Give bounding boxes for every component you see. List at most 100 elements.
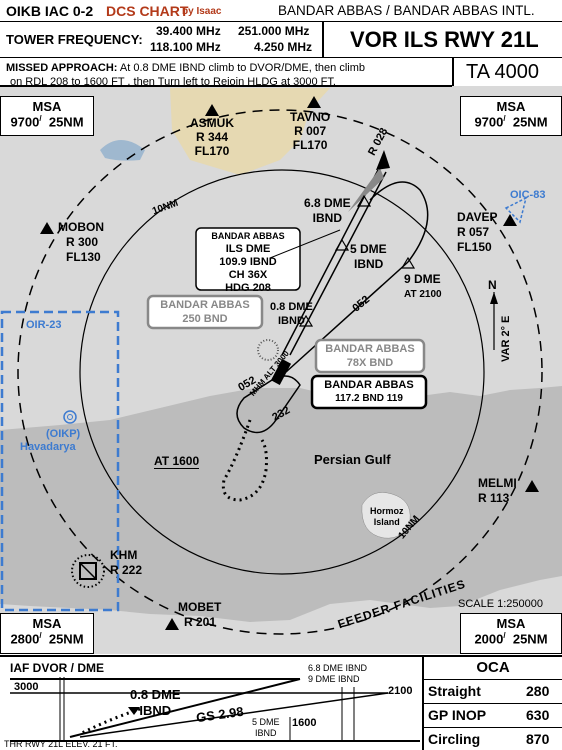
fix-khm: KHM R 222 xyxy=(110,548,142,578)
msa-tr-alt: 9700 xyxy=(474,114,504,130)
dme9-text: 9 DME xyxy=(404,272,441,286)
profile-dme9-text: 9 DME IBND xyxy=(308,674,360,684)
msa-tr-dist: 25NM xyxy=(512,114,548,130)
tacan-info: BANDAR ABBAS 78X BND xyxy=(316,342,424,370)
transition-altitude: TA 4000 xyxy=(466,61,540,83)
transition-altitude-box: TA 4000 xyxy=(452,58,562,90)
davep-fix-icon xyxy=(503,214,517,226)
oca-circling-label: Circling xyxy=(428,731,481,747)
persian-gulf-water xyxy=(0,386,562,622)
range-10nm-circle xyxy=(79,169,485,575)
msa-25nm-circle xyxy=(17,109,543,635)
ndb-frequency: 250 BND xyxy=(182,313,228,325)
profile-threshold-label: THR RWY 21L ELEV. 21 FT. xyxy=(4,739,118,749)
mobet-fix-icon xyxy=(165,618,179,630)
oca-gpinop-value: 630 xyxy=(526,707,550,723)
oca-gpinop-label: GP INOP xyxy=(428,707,487,723)
airport-name: BANDAR ABBAS / BANDAR ABBAS INTL. xyxy=(278,3,535,18)
profile-dme5-text: 5 DME xyxy=(252,717,280,727)
profile-dme08-text: 0.8 DME xyxy=(130,687,181,702)
header-frequency-row: TOWER FREQUENCY: 39.400 MHz 251.000 MHz … xyxy=(0,22,562,58)
profile-missed-approach xyxy=(81,707,141,735)
dme08-text: 0.8 DME xyxy=(270,301,313,313)
chart-id: OIKB IAC 0-2 xyxy=(6,3,94,19)
vor-frequency: 117.2 BND 119 xyxy=(335,393,403,404)
oikp-label: (OIKP) xyxy=(46,428,81,440)
khm-rose-icon xyxy=(71,554,105,588)
oic83-area xyxy=(504,196,528,224)
msa-label: MSA xyxy=(496,616,526,631)
north-label: N xyxy=(488,278,497,292)
fix-davep: DAVEP R 057 FL150 xyxy=(457,210,497,255)
msa-bl-alt: 2800 xyxy=(10,631,40,647)
dme9-fix-icon xyxy=(400,256,416,269)
procedure-turn xyxy=(369,181,429,263)
header-title-row: OIKB IAC 0-2 DCS CHART by Isaac BANDAR A… xyxy=(0,0,562,22)
khm-navaid-icon xyxy=(79,562,97,580)
profile-dme5: 5 DME IBND xyxy=(252,717,280,739)
fix-tavno-radial: R 007 xyxy=(294,124,327,138)
fix-melmi: MELMI R 113 xyxy=(478,476,517,506)
havadarya-label: Havadarya xyxy=(20,441,77,453)
msa-tl-dist: 25NM xyxy=(48,114,84,130)
oir23-restricted-area xyxy=(0,310,120,612)
profile-diagram xyxy=(10,677,420,742)
dme08-fix-icon xyxy=(298,314,314,327)
runway-21l xyxy=(270,359,292,385)
fix-davep-level: FL150 xyxy=(457,240,492,254)
fix-melmi-radial: R 113 xyxy=(478,491,510,505)
profile-dme5-ibnd: IBND xyxy=(255,728,277,738)
tower-frequency-a2: 251.000 MHz xyxy=(238,24,310,38)
ndb-info: BANDAR ABBAS 250 BND xyxy=(148,298,262,326)
hormoz-text: Hormoz xyxy=(370,506,404,516)
fix-mobon-level: FL130 xyxy=(66,250,101,264)
oca-row-circling: Circling 870 xyxy=(424,728,562,750)
dcs-chart-label: DCS CHART xyxy=(106,3,189,19)
fix-asmuk-level: FL170 xyxy=(194,144,230,158)
msa-br-dist: 25NM xyxy=(512,631,548,647)
fix-melmi-name: MELMI xyxy=(478,476,517,490)
msa-box-top-right: MSA 9700/ 25NM xyxy=(460,96,562,136)
tavno-fix-icon xyxy=(307,96,321,108)
dme08-ibnd: IBND xyxy=(277,315,305,327)
msa-label: MSA xyxy=(32,616,62,631)
fix-mobon: MOBON R 300 FL130 xyxy=(58,220,104,265)
fix-davep-name: DAVEP xyxy=(457,210,498,224)
msa-box-bottom-left: MSA 2800/ 25NM xyxy=(0,613,94,654)
asmuk-fix-icon xyxy=(205,104,219,116)
missed-approach-label: MISSED APPROACH: xyxy=(6,62,118,74)
ndb-name: BANDAR ABBAS xyxy=(160,299,250,311)
profile-descent-path xyxy=(69,678,301,738)
dme5-fix-icon xyxy=(334,238,350,251)
north-arrow-icon xyxy=(490,292,498,304)
oca-row-straight: Straight 280 xyxy=(424,680,562,704)
fix-khm-radial: R 222 xyxy=(110,563,143,577)
fix-davep-radial: R 057 xyxy=(457,225,490,239)
r028-arrow-icon xyxy=(376,150,390,170)
ils-heading: HDG 208 xyxy=(225,282,271,294)
profile-dme08-ibnd: IBND xyxy=(139,703,172,718)
fix-asmuk-name: ASMUK xyxy=(190,116,234,130)
dme9-altitude: AT 2100 xyxy=(404,289,442,300)
persian-gulf-label: Persian Gulf xyxy=(314,452,391,467)
melmi-fix-icon xyxy=(525,480,539,492)
fix-tavno-name: TAVNO xyxy=(290,110,331,124)
holding-pattern xyxy=(236,375,301,434)
dme9-label: 9 DME AT 2100 xyxy=(404,272,442,302)
oir23-label: OIR-23 xyxy=(26,319,61,331)
oca-circling-value: 870 xyxy=(526,731,550,747)
at1600-label: AT 1600 xyxy=(154,454,200,469)
msa-br-alt: 2000 xyxy=(474,631,504,647)
ils-type: ILS DME xyxy=(225,243,271,255)
dme68-label: 6.8 DME IBND xyxy=(304,196,351,226)
oic83-label: OIC-83 xyxy=(510,189,545,201)
missed-approach-text: MISSED APPROACH: At 0.8 DME IBND climb t… xyxy=(6,61,365,89)
ils-info: BANDAR ABBAS ILS DME 109.9 IBND CH 36X H… xyxy=(196,230,300,295)
dme08-label: 0.8 DME IBND xyxy=(270,300,313,328)
magnetic-variation: VAR 2° E xyxy=(500,315,512,362)
khm-navaid-diagonal xyxy=(79,562,97,580)
fix-mobet-radial: R 201 xyxy=(184,615,217,629)
oca-box: OCA Straight 280 GP INOP 630 Circling 87… xyxy=(422,657,562,750)
